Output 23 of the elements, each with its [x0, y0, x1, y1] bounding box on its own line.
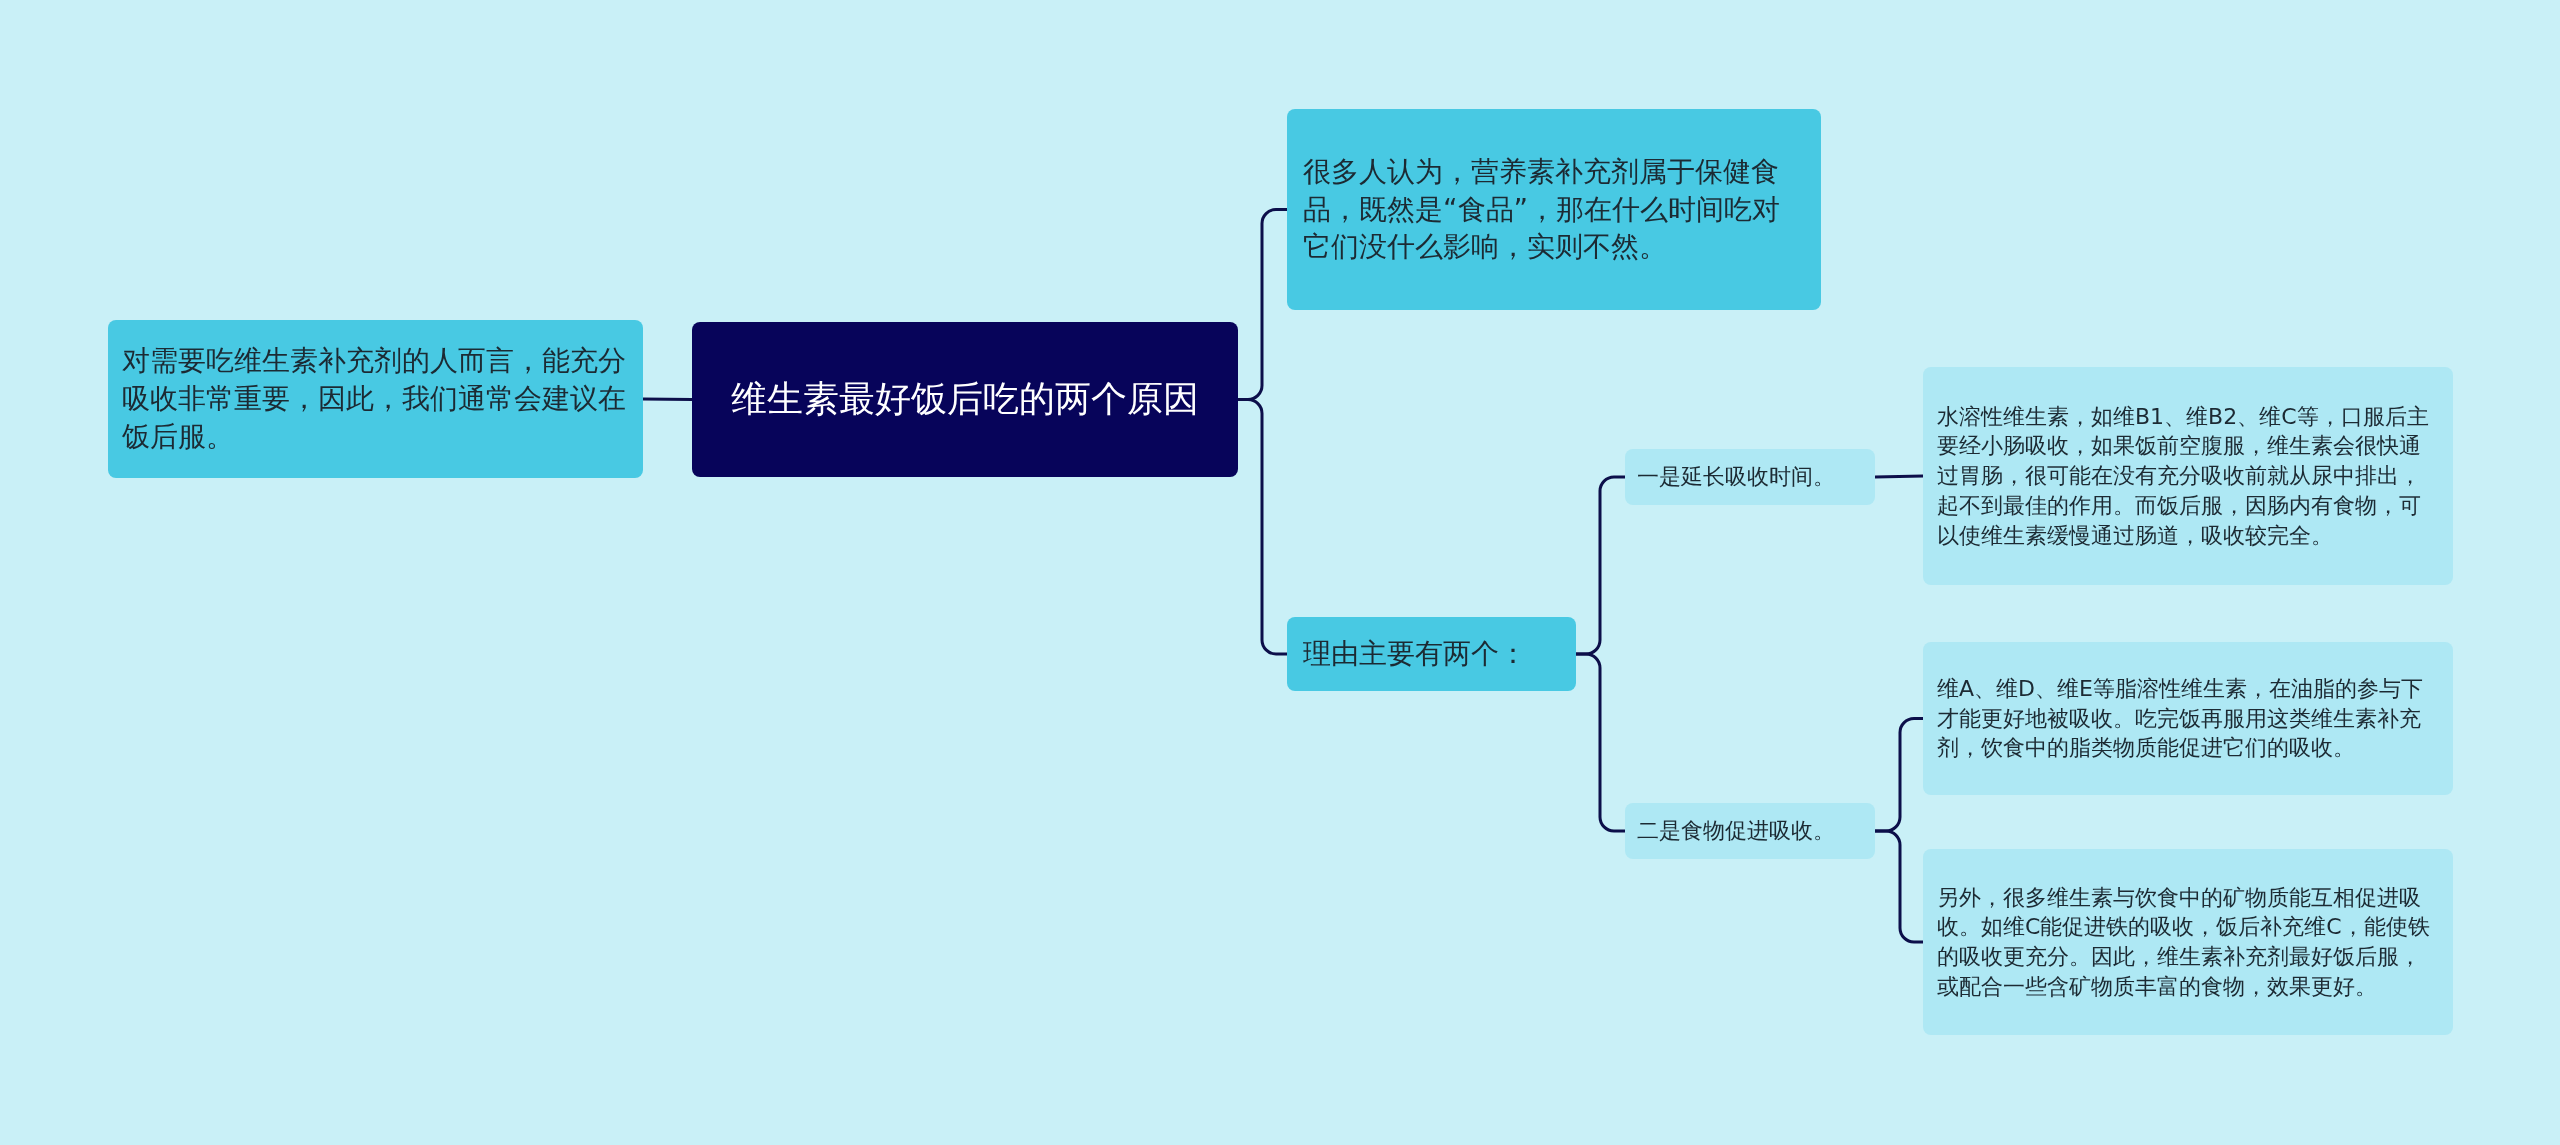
topic-box: [1625, 449, 1875, 505]
topic-box: [1287, 617, 1576, 691]
connector-line: [1875, 829, 1923, 944]
topic-text: 很多人认为，营养素补充剂属于保健食品，既然是“食品”，那在什么时间吃对它们没什么影响，实则不然。: [1303, 153, 1781, 266]
connector-line: [1238, 398, 1287, 656]
topic-text: 一是延长吸收时间。: [1637, 463, 1836, 492]
topic-box: [108, 320, 643, 478]
topic-text: 对需要吃维生素补充剂的人而言，能充分吸收非常重要，因此，我们通常会建议在饭后服。: [122, 343, 627, 455]
topic-text: 维生素最好饭后吃的两个原因: [730, 377, 1200, 422]
topic-box: [1287, 109, 1821, 310]
topic-box: [1923, 849, 2453, 1035]
topic-text: 理由主要有两个：: [1303, 636, 1528, 673]
central-topic: [692, 322, 1238, 477]
topic-text: 维A、维D、维E等脂溶性维生素，在油脂的参与下才能更好地被吸收。吃完饭再服用这类维生素补充剂，饮食中的脂类物质能促进它们的吸收。: [1937, 674, 2424, 763]
topic-text: 水溶性维生素，如维B1、维B2、维C等，口服后主要经小肠吸收，如果饭前空腹服，维生素会很快通过胃肠，很可能在没有充分吸收前就从尿中排出，起不到最佳的作用。而饭后服，因肠内有食物，可以使维生素缓慢通过肠道，吸收较完全。: [1937, 402, 2430, 550]
connector-line: [1576, 652, 1625, 833]
topic-text: 另外，很多维生素与饮食中的矿物质能互相促进吸收。如维C能促进铁的吸收，饭后补充维C，能使铁的吸收更充分。因此，维生素补充剂最好饭后服，或配合一些含矿物质丰富的食物，效果更好。: [1937, 883, 2431, 1001]
connector-line: [643, 397, 692, 401]
topic-text: 二是食物促进吸收。: [1637, 817, 1836, 846]
topic-box: [1923, 367, 2453, 585]
connector-line: [1874, 474, 1924, 479]
topic-box: [1923, 642, 2453, 795]
topic-box: [1625, 803, 1875, 859]
